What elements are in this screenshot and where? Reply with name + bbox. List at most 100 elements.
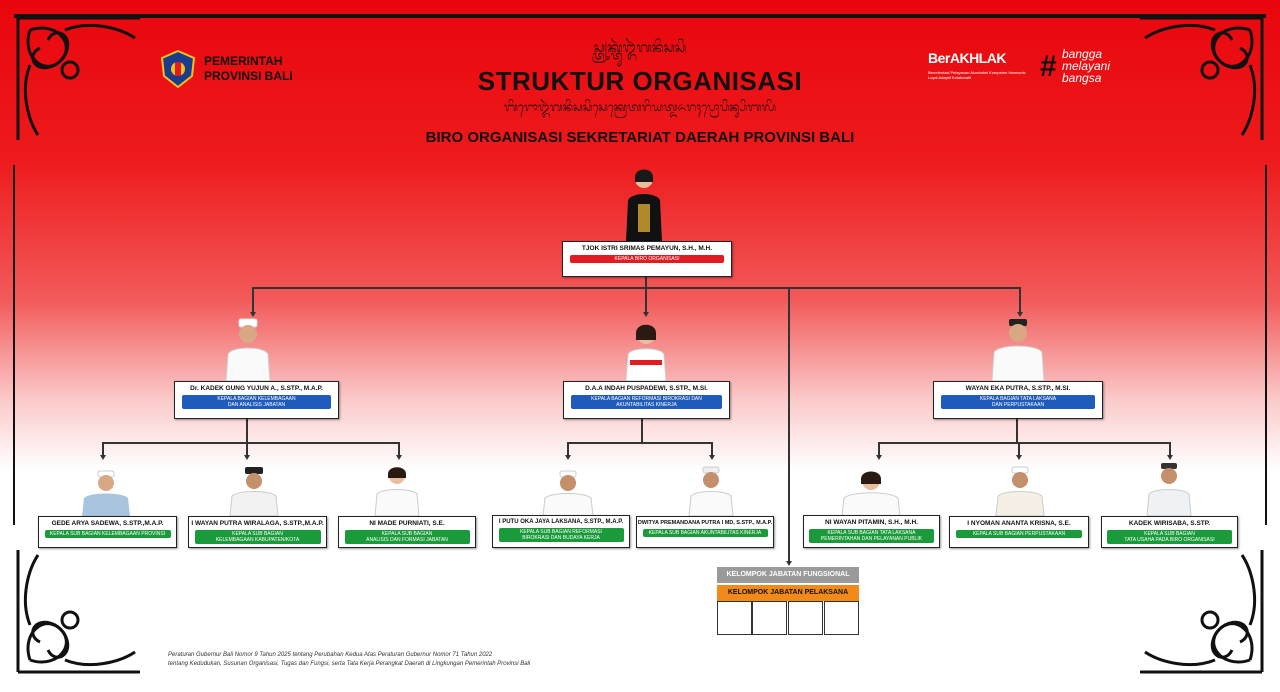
arrow-sub-4 (564, 455, 571, 460)
organization-line-1: PEMERINTAH (204, 54, 283, 68)
arrow-kelompok (785, 561, 792, 566)
photo-subbagian-8 (1146, 463, 1192, 516)
ornament-bottom-left-icon (16, 550, 140, 674)
frame-right-border (1265, 165, 1267, 525)
connector-kelompok (788, 287, 790, 561)
frame-left-border (13, 165, 15, 525)
kelompok-box-2 (752, 601, 787, 635)
subbagian-2-position: KEPALA SUB BAGIAN KELEMBAGAAN KABUPATEN/… (194, 530, 321, 544)
connector-bagian1-down (246, 418, 248, 442)
photo-subbagian-5 (688, 466, 734, 516)
connector-sub-group-3 (878, 442, 1170, 444)
berakhlak-logo: BerAKHLAK (928, 50, 1006, 66)
balinese-subtitle: ᬩᬶᬭᭀᬑᬃᬕᬦᬶᬲᬲᬶᬲᬾᬓ᭄ᬭᬾᬢᬭᬶᬬᬢ᭄ᬤᬏᬭᬄᬧ᭄ᬭᭀᬧᬶᬦ᭄ᬲᬶᬩᬮ… (503, 100, 777, 114)
subbagian-2-name: I WAYAN PUTRA WIRALAGA, S.STP.,M.A.P. (191, 520, 324, 527)
photo-subbagian-6 (841, 471, 901, 516)
subbagian-3-name: NI MADE PURNIATI, S.E. (369, 520, 445, 527)
subbagian-5-position: KEPALA SUB BAGIAN AKUNTABILITAS KINERJA (642, 529, 768, 537)
arrow-sub-7 (1015, 455, 1022, 460)
bagian-3-position: KEPALA BAGIAN TATA LAKSANA DAN PERPUSTAK… (941, 395, 1095, 409)
connector-bagian-2 (645, 287, 647, 314)
card-subbagian-8: KADEK WIRISABA, S.STP. KEPALA SUB BAGIAN… (1101, 516, 1238, 548)
kelompok-box-1 (717, 601, 752, 635)
connector-sub-4 (567, 442, 569, 456)
photo-subbagian-4 (542, 470, 594, 516)
bagian-2-name: D.A.A INDAH PUSPADEWI, S.STP., M.SI. (585, 385, 708, 392)
connector-sub-group-2 (567, 442, 712, 444)
subbagian-8-position-line-2: TATA USAHA PADA BIRO ORGANISASI (1124, 537, 1215, 543)
subbagian-4-name: I PUTU OKA JAYA LAKSANA, S.STP., M.A.P. (498, 519, 624, 525)
connector-sub-8 (1169, 442, 1171, 456)
connector-sub-1 (102, 442, 104, 456)
subbagian-6-position-line-1: KEPALA SUB BAGIAN TATA LAKSANA (827, 530, 916, 536)
provinsi-bali-emblem-icon (160, 50, 196, 88)
subbagian-6-position: KEPALA SUB BAGIAN TATA LAKSANA PEMERINTA… (809, 529, 934, 543)
bagian-2-position-line-1: KEPALA BAGIAN REFORMASI BIROKRASI DAN (591, 396, 702, 402)
bagian-1-name: Dr. KADEK GUNG YUJUN A., S.STP., M.A.P. (190, 385, 323, 392)
card-kepala-bagian-3: WAYAN EKA PUTRA, S.STP., M.SI. KEPALA BA… (933, 381, 1103, 419)
arrow-sub-2 (243, 455, 250, 460)
connector-bagian3-down (1016, 418, 1018, 442)
card-subbagian-6: NI WAYAN PITAMIN, S.H., M.H. KEPALA SUB … (803, 515, 940, 548)
connector-sub-3 (398, 442, 400, 456)
subbagian-6-name: NI WAYAN PITAMIN, S.H., M.H. (825, 519, 918, 526)
page-title: STRUKTUR ORGANISASI (477, 66, 803, 96)
photo-kepala-bagian-2 (625, 324, 667, 381)
bagian-3-name: WAYAN EKA PUTRA, S.STP., M.SI. (965, 385, 1071, 392)
arrow-bagian-3 (1016, 312, 1023, 317)
photo-kepala-bagian-3 (991, 319, 1045, 381)
subbagian-4-position: KEPALA SUB BAGIAN REFORMASI BIROKRASI DA… (498, 528, 624, 542)
subbagian-4-position-line-2: BIROKRASI DAN BUDAYA KERJA (522, 535, 600, 541)
arrow-sub-3 (395, 455, 402, 460)
bangsa-word: bangsa (1062, 71, 1102, 85)
kelompok-jabatan-fungsional: KELOMPOK JABATAN FUNGSIONAL (717, 567, 859, 583)
subbagian-5-name: DWITYA PREMANDANA PUTRA I MD, S.STP., M.… (637, 520, 773, 526)
organization-name: PEMERINTAH PROVINSI BALI (204, 54, 293, 84)
bagian-1-position-line-1: KEPALA BAGIAN KELEMBAGAAN (217, 396, 296, 402)
bagian-1-position-line-2: DAN ANALISIS JABATAN (227, 402, 286, 408)
card-subbagian-3: NI MADE PURNIATI, S.E. KEPALA SUB BAGIAN… (338, 516, 476, 548)
connector-sub-6 (878, 442, 880, 456)
berakhlak-tagline: Berorientasi Pelayanan Akuntabel Kompete… (928, 70, 1026, 80)
bagian-2-position-line-2: AKUNTABILITAS KINERJA (616, 402, 677, 408)
subbagian-8-position: KEPALA SUB BAGIAN TATA USAHA PADA BIRO O… (1107, 530, 1232, 544)
card-kepala-bagian-1: Dr. KADEK GUNG YUJUN A., S.STP., M.A.P. … (174, 381, 339, 419)
arrow-sub-8 (1166, 455, 1173, 460)
ornament-top-right-icon (1140, 16, 1264, 140)
subbagian-1-position: KEPALA SUB BAGIAN KELEMBAGAAN PROVINSI (44, 530, 171, 538)
subbagian-2-position-line-1: KEPALA SUB BAGIAN (232, 531, 283, 537)
photo-subbagian-3 (374, 467, 420, 516)
organization-line-2: PROVINSI BALI (204, 69, 293, 83)
subbagian-3-position-line-1: KEPALA SUB BAGIAN (381, 531, 433, 537)
subbagian-7-position: KEPALA SUB BAGIAN PERPUSTAKAAN (956, 530, 1082, 538)
arrow-sub-1 (99, 455, 106, 460)
connector-bagian-3 (1019, 287, 1021, 314)
footer-note: Peraturan Gubernur Bali Nomor 9 Tahun 20… (168, 651, 530, 669)
kelompok-box-3 (788, 601, 823, 635)
subbagian-8-position-line-1: KEPALA SUB BAGIAN (1144, 531, 1195, 537)
subbagian-6-position-line-2: PEMERINTAHAN DAN PELAYANAN PUBLIK (820, 536, 923, 542)
arrow-sub-6 (875, 455, 882, 460)
arrow-sub-5 (708, 455, 715, 460)
card-subbagian-2: I WAYAN PUTRA WIRALAGA, S.STP.,M.A.P. KE… (188, 516, 327, 548)
subbagian-3-position: KEPALA SUB BAGIAN ANALISIS DAN FORMASI J… (344, 530, 470, 544)
melayani-word: melayani (1062, 59, 1111, 73)
subbagian-8-name: KADEK WIRISABA, S.STP. (1128, 520, 1211, 527)
connector-head (645, 276, 647, 288)
balinese-title: ᬲ᭄ᬢ᭄ᬭᬸᬓ᭄ᬢᬸᬃᬑᬃᬕᬦᬶᬲᬲᬶ (593, 39, 687, 55)
arrow-bagian-1 (249, 312, 256, 317)
bagian-3-position-line-2: DAN PERPUSTAKAAN (991, 402, 1045, 408)
subbagian-3-position-line-2: ANALISIS DAN FORMASI JABATAN (366, 537, 448, 543)
connector-sub-2 (246, 442, 248, 456)
subbagian-2-position-line-2: KELEMBAGAAN KABUPATEN/KOTA (215, 537, 300, 543)
kepala-biro-position: KEPALA BIRO ORGANISASI (570, 255, 724, 263)
photo-kepala-bagian-1 (225, 318, 271, 381)
bagian-1-position: KEPALA BAGIAN KELEMBAGAAN DAN ANALISIS J… (182, 395, 331, 409)
card-subbagian-7: I NYOMAN ANANTA KRISNA, S.E. KEPALA SUB … (949, 516, 1089, 548)
kelompok-box-4 (824, 601, 859, 635)
connector-bagian-horizontal (252, 287, 1021, 289)
connector-sub-7 (1018, 442, 1020, 456)
hashtag-icon: # (1040, 50, 1057, 83)
subbagian-1-name: GEDE ARYA SADEWA, S.STP.,M.A.P. (51, 520, 164, 527)
card-kepala-bagian-2: D.A.A INDAH PUSPADEWI, S.STP., M.SI. KEP… (563, 381, 730, 419)
